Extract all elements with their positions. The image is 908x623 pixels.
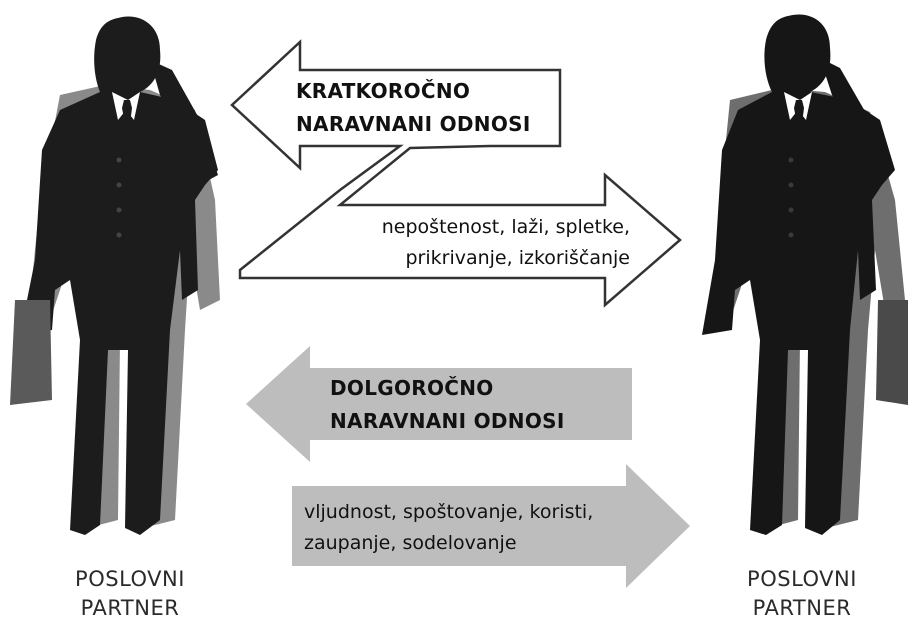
left-partner-label-line1: POSLOVNI (30, 565, 230, 594)
right-partner-label-line1: POSLOVNI (702, 565, 902, 594)
long-term-traits-line1: vljudnost, spoštovanje, koristi, (304, 497, 593, 528)
left-partner-label-line2: PARTNER (30, 594, 230, 623)
left-partner-label: POSLOVNI PARTNER (30, 565, 230, 623)
long-term-title: DOLGOROČNO NARAVNANI ODNOSI (330, 372, 565, 438)
short-term-title-line2: NARAVNANI ODNOSI (296, 108, 531, 141)
short-term-title: KRATKOROČNO NARAVNANI ODNOSI (296, 75, 531, 141)
right-partner-label-line2: PARTNER (702, 594, 902, 623)
short-term-traits: nepoštenost, laži, spletke, prikrivanje,… (340, 212, 630, 274)
long-term-traits: vljudnost, spoštovanje, koristi, zaupanj… (304, 497, 593, 559)
short-term-traits-line2: prikrivanje, izkoriščanje (340, 243, 630, 274)
long-term-title-line2: NARAVNANI ODNOSI (330, 405, 565, 438)
short-term-traits-line1: nepoštenost, laži, spletke, (340, 212, 630, 243)
right-partner-label: POSLOVNI PARTNER (702, 565, 902, 623)
long-term-traits-line2: zaupanje, sodelovanje (304, 528, 593, 559)
long-term-title-line1: DOLGOROČNO (330, 372, 565, 405)
short-term-title-line1: KRATKOROČNO (296, 75, 531, 108)
